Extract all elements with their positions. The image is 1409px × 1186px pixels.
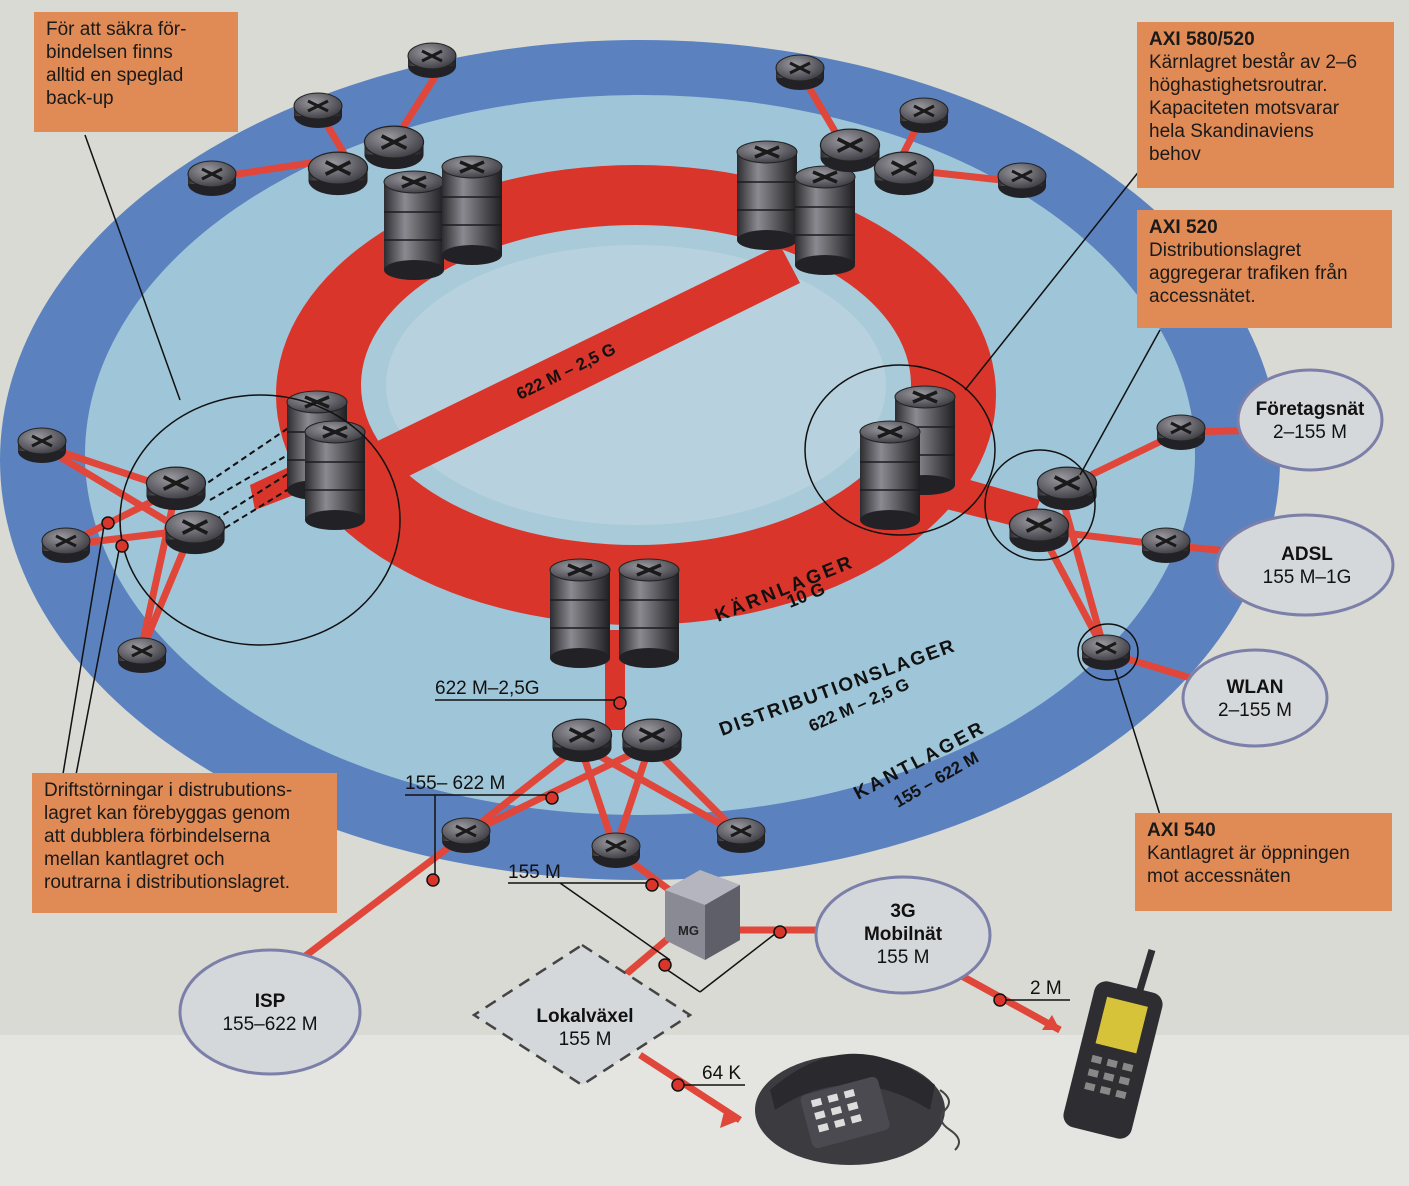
- dist-uplink-rate: 622 M–2,5G: [435, 678, 540, 699]
- core-router: [793, 165, 857, 277]
- pbx-name: Lokalväxel: [536, 1006, 634, 1027]
- callout-axi580-title: AXI 580/520: [1149, 29, 1255, 50]
- callout-drift-text: Driftstörningar i distrubutions- lagret …: [44, 780, 293, 893]
- adsl-name: ADSL: [1281, 544, 1333, 565]
- arrow-desk-phone: [720, 1108, 740, 1128]
- wlan-name: WLAN: [1226, 677, 1284, 698]
- core-router: [735, 140, 799, 252]
- company-network-name: Företagsnät: [1255, 399, 1365, 420]
- wlan-ellipse: [1181, 648, 1329, 748]
- mobile-network-rate: 155 M: [876, 947, 930, 968]
- edge-uplink-rate: 155– 622 M: [405, 773, 506, 794]
- callout-axi540: AXI 540 Kantlagret är öppningen mot acce…: [1135, 813, 1392, 911]
- core-router: [303, 420, 367, 532]
- callout-axi520-text: Distributionslagret aggregerar trafiken …: [1149, 240, 1348, 307]
- core-router: [440, 155, 504, 267]
- pbx-rate: 155 M: [558, 1029, 612, 1050]
- isp-rate: 155–622 M: [222, 1014, 318, 1035]
- desk-phone-rate: 64 K: [702, 1063, 742, 1084]
- mobile-phone-rate: 2 M: [1030, 978, 1062, 999]
- callout-axi580: AXI 580/520 Kärnlagret består av 2–6 hög…: [1137, 22, 1394, 188]
- company-network-rate: 2–155 M: [1273, 422, 1347, 443]
- isp-ellipse: [178, 948, 362, 1076]
- media-gateway-box: [665, 870, 740, 960]
- callout-drift: Driftstörningar i distrubutions- lagret …: [32, 773, 337, 913]
- company-network-label: Företagsnät 2–155 M: [1240, 398, 1380, 444]
- mobile-phone-illustration: [1063, 948, 1163, 1139]
- adsl-ellipse: [1215, 513, 1395, 617]
- company-network-ellipse: [1236, 368, 1384, 472]
- isp-label: ISP 155–622 M: [195, 990, 345, 1036]
- callout-axi520-title: AXI 520: [1149, 217, 1218, 238]
- callout-axi580-text: Kärnlagret består av 2–6 höghastighetsro…: [1149, 52, 1358, 165]
- arrow-mobile-phone: [1042, 1015, 1060, 1030]
- mg-link-rate: 155 M: [508, 862, 561, 883]
- adsl-rate: 155 M–1G: [1262, 567, 1352, 588]
- core-router: [617, 558, 681, 670]
- callout-backup: För att säkra för- bindelsen finns allti…: [34, 12, 238, 132]
- focus-circles: [119, 364, 1139, 681]
- mobile-network-label: 3G Mobilnät 155 M: [833, 900, 973, 969]
- pbx-diamond: [471, 943, 693, 1087]
- mobile-network-ellipse: [814, 875, 992, 995]
- adsl-label: ADSL 155 M–1G: [1237, 543, 1377, 589]
- pbx-label: Lokalväxel 155 M: [515, 1005, 655, 1051]
- mobile-network-name2: Mobilnät: [863, 924, 943, 945]
- mobile-network-name1: 3G: [890, 901, 916, 922]
- core-router: [548, 558, 612, 670]
- core-router: [858, 420, 922, 532]
- callout-axi540-title: AXI 540: [1147, 820, 1216, 841]
- core-cross-link: [318, 245, 800, 510]
- isp-name: ISP: [254, 991, 286, 1012]
- wlan-label: WLAN 2–155 M: [1185, 676, 1325, 722]
- wlan-rate: 2–155 M: [1218, 700, 1292, 721]
- desk-phone-illustration: [755, 1053, 960, 1165]
- link-markers: [101, 516, 1007, 1092]
- mg-label: MG: [678, 923, 699, 938]
- core-router: [382, 170, 446, 282]
- callout-axi520: AXI 520 Distributionslagret aggregerar t…: [1137, 210, 1392, 328]
- callout-backup-text: För att säkra för- bindelsen finns allti…: [46, 19, 187, 109]
- callout-axi540-text: Kantlagret är öppningen mot accessnäten: [1147, 843, 1350, 887]
